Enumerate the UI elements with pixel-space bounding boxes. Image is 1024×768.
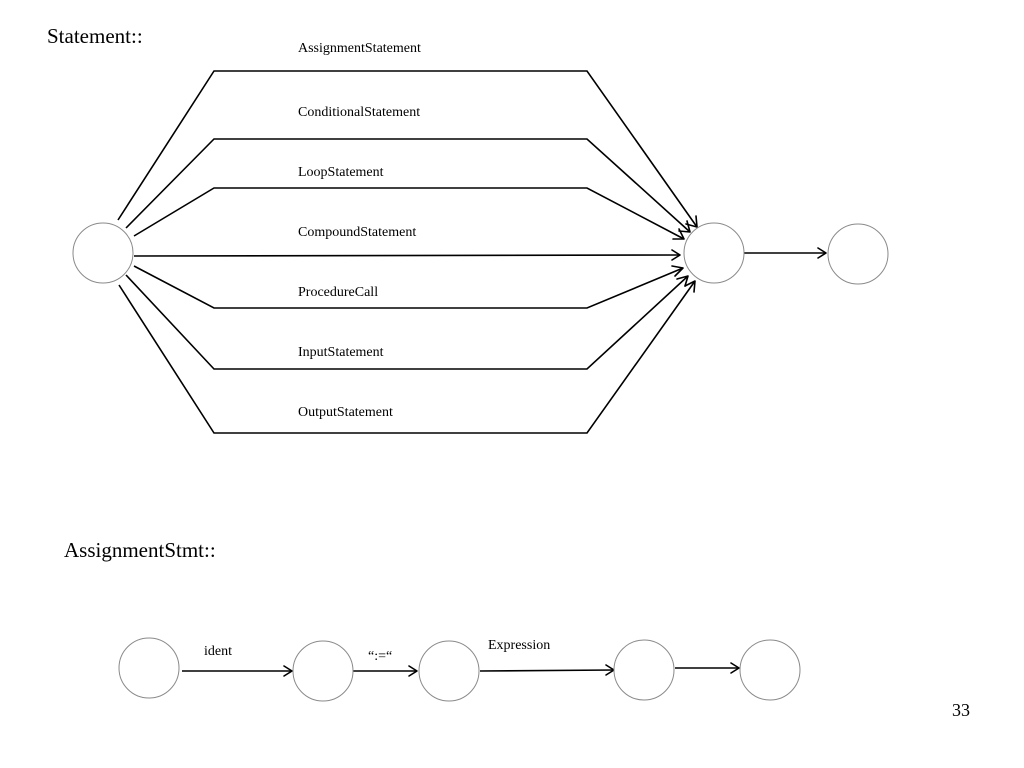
label-ident: ident — [204, 644, 232, 659]
assign-node-3 — [418, 640, 480, 702]
arrowhead — [685, 215, 698, 228]
label-conditional-statement: ConditionalStatement — [298, 105, 420, 120]
label-assign-operator: “:=“ — [368, 649, 392, 664]
edge-expression — [479, 669, 615, 672]
edge-compound — [133, 254, 681, 257]
edge-conditional — [125, 138, 691, 233]
arrowhead — [408, 665, 418, 677]
edge-procedure — [133, 265, 684, 309]
statement-diagram-title: Statement:: — [47, 24, 143, 48]
statement-nodes — [72, 222, 889, 285]
edge-loop — [133, 187, 685, 240]
assignment-edges — [182, 667, 739, 672]
label-compound-statement: CompoundStatement — [298, 225, 416, 240]
edge-input — [125, 274, 689, 370]
arrowhead — [671, 249, 681, 261]
edge-output — [118, 280, 696, 434]
arrowhead — [817, 247, 827, 259]
label-input-statement: InputStatement — [298, 345, 384, 360]
start-node — [72, 222, 134, 284]
statement-arrowheads — [671, 215, 827, 293]
statement-edges — [117, 70, 826, 434]
arrowhead — [672, 228, 685, 240]
assign-start-node — [118, 637, 180, 699]
arrowhead — [671, 265, 684, 277]
assignment-nodes — [118, 637, 801, 702]
statement-labels: AssignmentStatement ConditionalStatement… — [298, 41, 421, 420]
arrowhead — [283, 665, 293, 677]
end-node — [827, 223, 889, 285]
page-number: 33 — [952, 700, 970, 720]
label-loop-statement: LoopStatement — [298, 165, 384, 180]
assign-node-4 — [613, 639, 675, 701]
label-output-statement: OutputStatement — [298, 405, 393, 420]
label-procedure-call: ProcedureCall — [298, 285, 378, 300]
arrowhead — [678, 220, 691, 233]
merge-node — [683, 222, 745, 284]
edge-assignment — [117, 70, 698, 228]
arrowhead — [676, 275, 689, 287]
assign-end-node — [739, 639, 801, 701]
arrowhead — [684, 280, 696, 293]
assignment-diagram-title: AssignmentStmt:: — [64, 538, 216, 562]
label-assignment-statement: AssignmentStatement — [298, 41, 421, 56]
assign-node-2 — [292, 640, 354, 702]
assignment-labels: ident “:=“ Expression — [204, 638, 550, 664]
arrowhead — [730, 662, 740, 674]
label-expression: Expression — [488, 638, 550, 653]
